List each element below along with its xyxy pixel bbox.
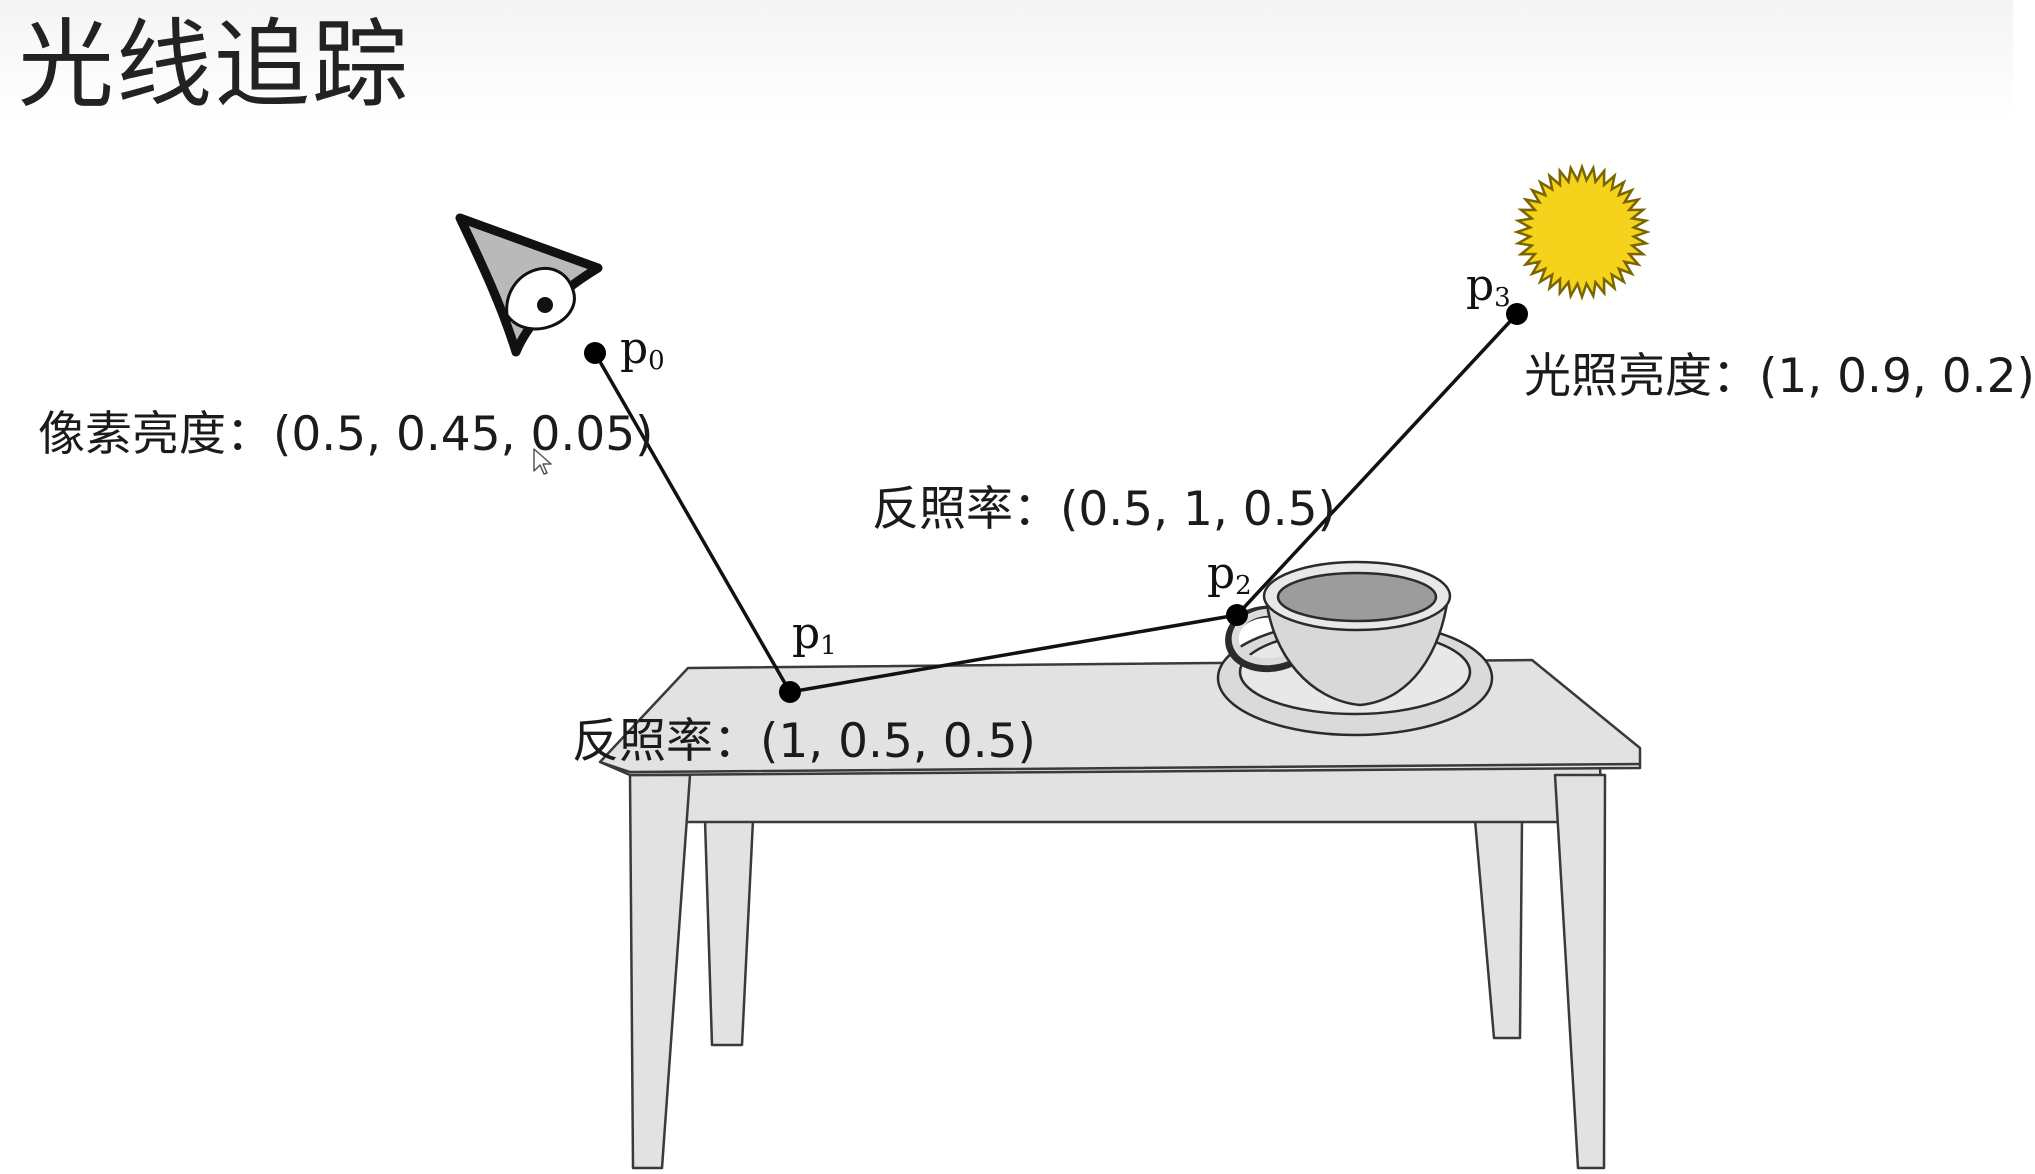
cup-inside bbox=[1276, 571, 1438, 623]
title-bar bbox=[0, 0, 2013, 120]
ray-p2-p3 bbox=[1235, 312, 1519, 617]
point-p3 bbox=[1506, 303, 1528, 325]
label-p1: p1 bbox=[792, 608, 837, 661]
table-apron bbox=[628, 766, 1605, 824]
table-leg-front-right bbox=[1553, 773, 1607, 1170]
light-intensity-label: 光照亮度：(1, 0.9, 0.2) bbox=[1524, 349, 2035, 404]
table-leg-back-right bbox=[1473, 818, 1524, 1040]
table-leg-back-left bbox=[703, 818, 755, 1047]
point-p0 bbox=[584, 342, 606, 364]
table bbox=[598, 658, 1642, 1170]
reflectance-cup-label: 反照率：(0.5, 1, 0.5) bbox=[872, 482, 1336, 537]
ray-path bbox=[593, 312, 1519, 694]
ray-p0-p1 bbox=[593, 352, 792, 693]
label-p3: p3 bbox=[1466, 260, 1511, 313]
reflectance-table-label: 反照率：(1, 0.5, 0.5) bbox=[572, 714, 1036, 769]
label-p2: p2 bbox=[1207, 548, 1252, 601]
ray-p1-p2 bbox=[789, 613, 1238, 694]
pixel-brightness-label: 像素亮度：(0.5, 0.45, 0.05) bbox=[38, 407, 654, 462]
point-p1 bbox=[779, 681, 801, 703]
label-p0: p0 bbox=[620, 323, 665, 376]
point-p2 bbox=[1226, 604, 1248, 626]
page-title: 光线追踪 bbox=[18, 9, 410, 121]
sun-icon bbox=[1513, 163, 1651, 301]
teacup bbox=[1216, 560, 1494, 737]
ray-points bbox=[584, 303, 1528, 703]
cursor-icon bbox=[533, 448, 552, 475]
eye-icon bbox=[455, 213, 603, 357]
table-leg-front-left bbox=[628, 773, 692, 1170]
